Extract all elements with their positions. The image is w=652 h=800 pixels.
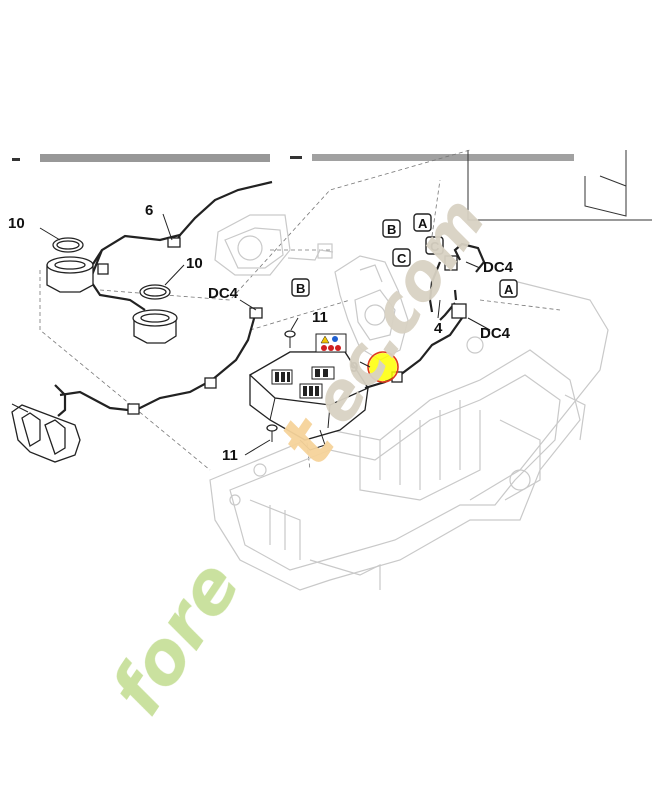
callout-6: 6: [145, 202, 153, 219]
connector-label-c-right: C: [425, 236, 444, 255]
callout-4: 4: [434, 320, 443, 337]
harness-lower-left: [54, 307, 263, 417]
electronic-board-9: [248, 351, 369, 451]
callout-dc4-top-right: DC4: [483, 259, 514, 276]
inset-frame: [467, 150, 652, 221]
callout-10-left: 10: [8, 215, 25, 232]
connector-label-b-left: B: [291, 278, 310, 297]
callout-9: 9: [350, 359, 358, 376]
svg-text:fore: fore: [94, 546, 256, 730]
callout-dc4-left: DC4: [208, 285, 239, 302]
svg-text:C: C: [430, 239, 440, 254]
svg-text:A: A: [504, 282, 514, 297]
svg-text:A: A: [418, 216, 428, 231]
warning-label: [315, 333, 347, 353]
cable-cover: [11, 403, 81, 463]
svg-text:B: B: [387, 222, 396, 237]
connector-label-a-right: A: [499, 279, 518, 298]
leader-lines: [39, 213, 491, 456]
callout-11-top: 11: [312, 309, 328, 326]
drive-motor-ghost: [214, 214, 334, 276]
svg-text:B: B: [296, 281, 305, 296]
callout-11-bottom: 11: [222, 447, 238, 464]
screw-top: [284, 330, 296, 348]
collar-right: [132, 284, 178, 344]
blade-motor-ghost: [334, 255, 409, 361]
wire-harness-6: [88, 180, 273, 311]
collar-left: [46, 237, 94, 293]
svg-text:C: C: [397, 251, 407, 266]
connector-label-a-top: A: [413, 213, 432, 232]
connector-label-c-left: C: [392, 248, 411, 267]
screw-bottom: [266, 424, 278, 442]
highlight-marker: [367, 351, 399, 383]
mower-chassis: [209, 279, 609, 591]
cropped-header-text: [12, 154, 574, 162]
callout-dc4-bottom-right: DC4: [480, 325, 511, 342]
connector-label-b-top: B: [382, 219, 401, 238]
callout-10-right: 10: [186, 255, 203, 272]
